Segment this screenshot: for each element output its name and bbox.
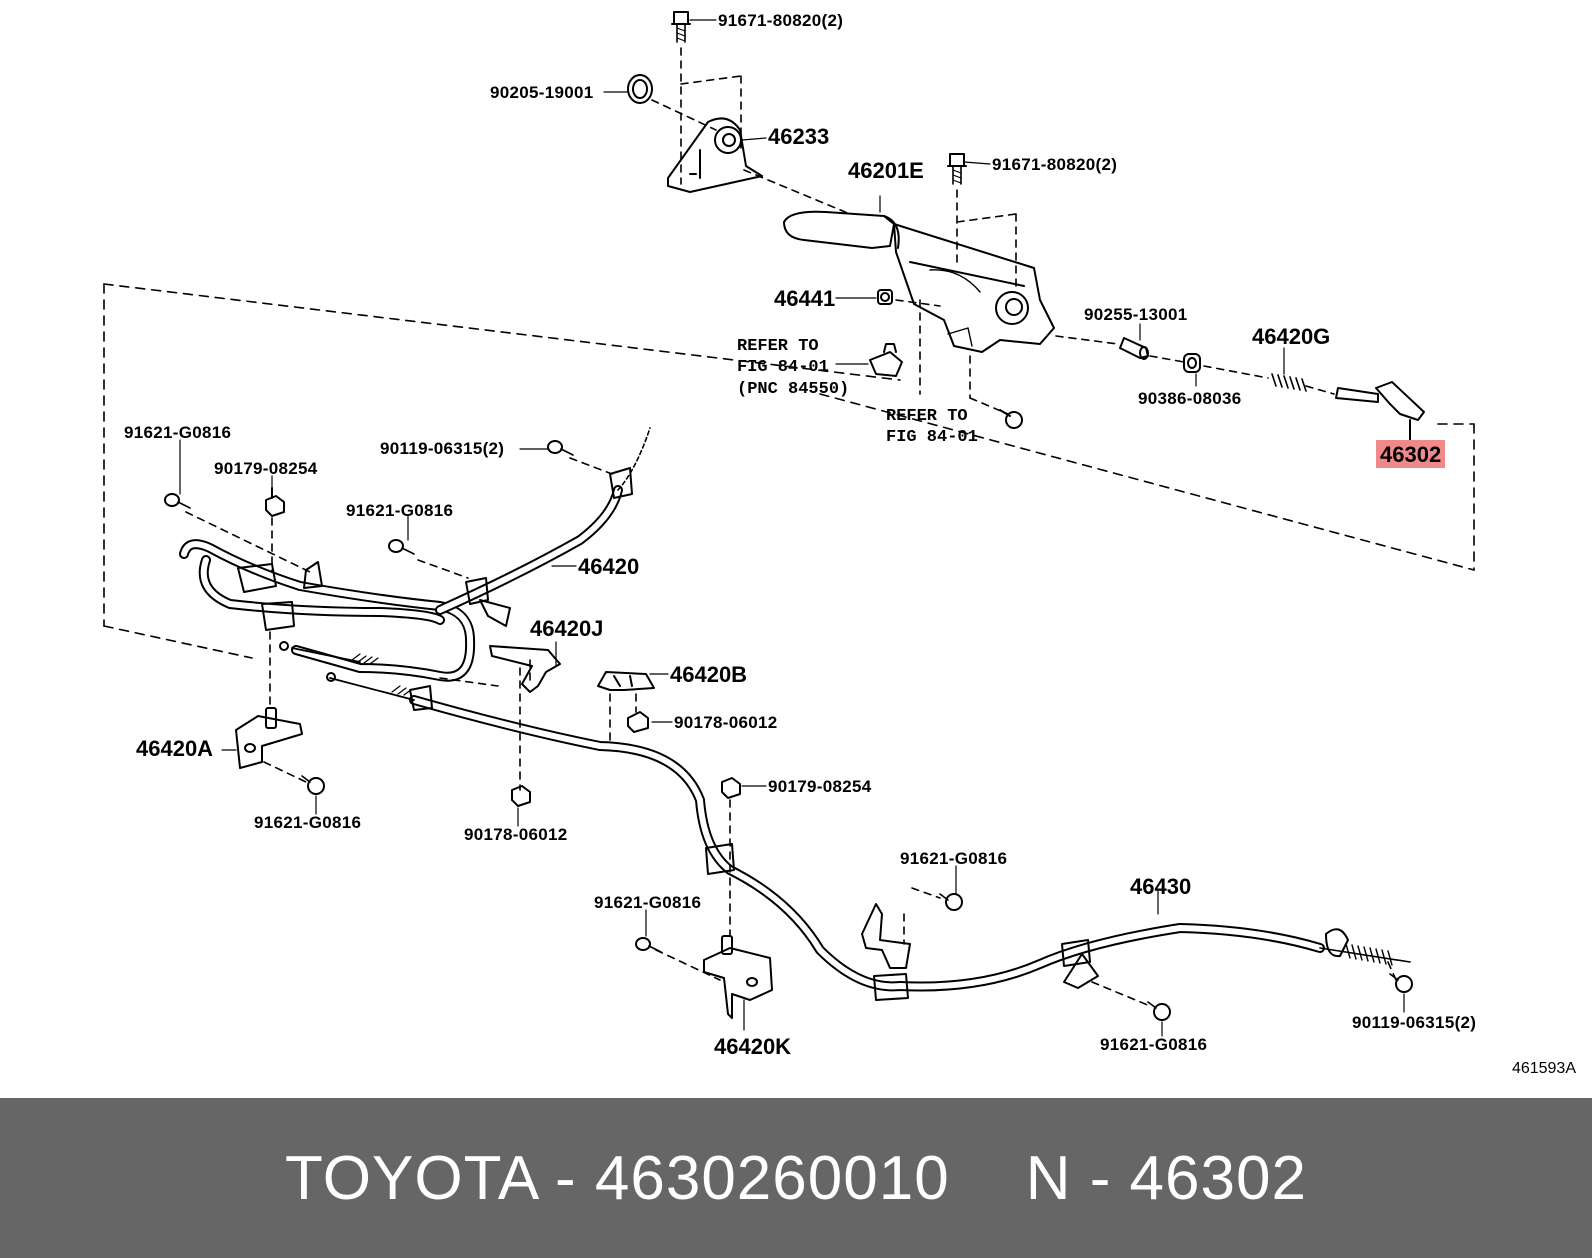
label-91621-G0816-e: 91621-G0816 (594, 893, 702, 912)
refer-note-2-line1: REFER TO (886, 407, 968, 426)
label-90178-06012-a: 90178-06012 (674, 713, 778, 732)
bolt-refer-drawing (999, 409, 1023, 429)
refer-note-1-line3: (PNC 84550) (737, 379, 850, 399)
label-91621-G0816-a: 91621-G0816 (124, 423, 232, 442)
label-91621-G0816-c: 91621-G0816 (254, 813, 362, 832)
label-91671-80820-right: 91671-80820(2) (992, 155, 1118, 174)
footer-pnc: N - 46302 (1025, 1143, 1307, 1213)
refer-note-1-line1: REFER TO (737, 337, 819, 356)
label-46201E: 46201E (848, 158, 924, 183)
label-91621-G0816-b: 91621-G0816 (346, 501, 454, 520)
leader-dashes-lever (895, 189, 1335, 415)
label-46430: 46430 (1130, 874, 1192, 899)
drawing-code: 461593A (1511, 1060, 1576, 1077)
nut-90178-a-drawing (627, 711, 649, 733)
bracket-mid-drawing (861, 903, 911, 969)
label-46420J: 46420J (530, 616, 604, 641)
label-91671-80820-top: 91671-80820(2) (718, 11, 844, 30)
spring-46420G-drawing (1271, 373, 1307, 392)
switch-84550-drawing (869, 343, 903, 377)
bolt-90119-b-drawing (1389, 973, 1413, 993)
label-90178-06012-b: 90178-06012 (464, 825, 568, 844)
label-46420G: 46420G (1252, 324, 1331, 349)
refer-note-2: REFER TO FIG 84-01 (886, 406, 978, 449)
nut-90179-b-drawing (721, 777, 741, 799)
leader-dashes-lower (185, 457, 1397, 1007)
bolt-91621-a-drawing (164, 493, 191, 509)
label-90205-19001: 90205-19001 (490, 83, 594, 102)
label-46420B: 46420B (670, 662, 748, 687)
assembly-boundary (103, 283, 1475, 659)
label-90386-08036: 90386-08036 (1138, 389, 1242, 408)
washer-90205-drawing (627, 74, 653, 104)
clip-46420B-drawing (597, 671, 655, 691)
bolt-91621-b-drawing (388, 539, 415, 555)
bolt-91671-right-drawing (947, 153, 967, 185)
footer-brand-part-number: TOYOTA - 4630260010 (285, 1143, 950, 1213)
clip-46420J-drawing (489, 645, 561, 693)
bolt-90119-a-drawing (547, 440, 574, 456)
leader-dashes-top (651, 47, 851, 215)
lever-46201E-drawing (783, 210, 1055, 353)
refer-note-1-line2: FIG 84-01 (737, 358, 829, 378)
label-46233: 46233 (768, 124, 830, 149)
label-90255-13001: 90255-13001 (1084, 305, 1188, 324)
label-90179-08254-b: 90179-08254 (768, 777, 872, 796)
label-46302-highlighted[interactable]: 46302 (1376, 440, 1446, 468)
label-91621-G0816-d: 91621-G0816 (900, 849, 1008, 868)
cable-46430-drawing (326, 672, 1411, 1001)
bushing-90386-drawing (1183, 353, 1201, 373)
label-90119-06315-a: 90119-06315(2) (380, 439, 505, 458)
footer-bar (0, 1098, 1592, 1258)
pin-90255-drawing (1119, 337, 1149, 360)
parts-diagram: 91671-80820(2) 90205-19001 46233 91671-8… (103, 11, 1576, 1077)
bracket-46233-drawing (667, 117, 763, 193)
bracket-46420K-drawing (703, 935, 773, 1019)
label-46420K: 46420K (714, 1034, 792, 1059)
label-90179-08254-a: 90179-08254 (214, 459, 318, 478)
bolt-91621-c-drawing (301, 775, 325, 795)
label-46420A: 46420A (136, 736, 214, 761)
cable-46420-drawing (179, 427, 651, 682)
diagram-linework (103, 11, 1475, 1037)
bracket-46420A-drawing (235, 707, 303, 769)
nut-90179-a-drawing (265, 487, 285, 517)
label-leaders (179, 19, 1405, 1037)
nut-46441-drawing (877, 289, 893, 305)
label-91621-G0816-f: 91621-G0816 (1100, 1035, 1208, 1054)
bracket-46430-drawing (1063, 953, 1099, 989)
footer-caption: TOYOTA - 4630260010 N - 46302 (0, 1098, 1592, 1258)
label-90119-06315-b: 90119-06315(2) (1352, 1013, 1477, 1032)
rod-46302-drawing (1335, 381, 1425, 447)
label-46441: 46441 (774, 286, 836, 311)
label-46420: 46420 (578, 554, 640, 579)
bolt-91621-d-drawing (939, 893, 963, 911)
bolt-91671-top-drawing (671, 11, 691, 43)
refer-note-1: REFER TO FIG 84-01 (PNC 84550) (737, 336, 849, 400)
refer-note-2-line2: FIG 84-01 (886, 428, 978, 448)
nut-90178-b-drawing (511, 785, 531, 807)
bolt-91621-f-drawing (1147, 1001, 1171, 1021)
